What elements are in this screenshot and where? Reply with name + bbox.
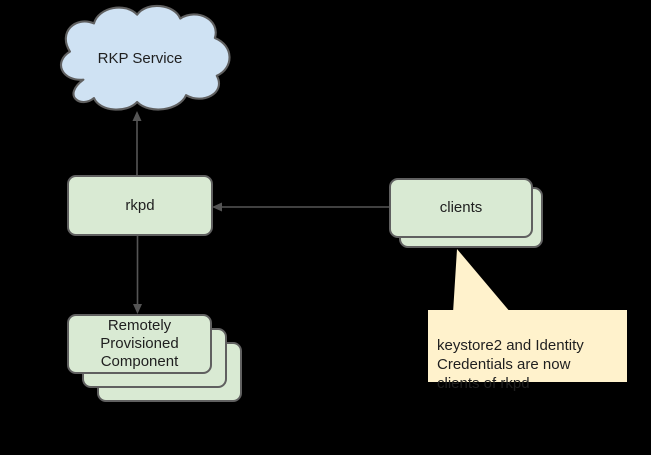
cloud-label: RKP Service xyxy=(97,50,183,67)
component-node: Remotely Provisioned Component xyxy=(67,314,212,374)
arrow-down-icon xyxy=(133,304,142,314)
rkpd-node: rkpd xyxy=(67,175,213,236)
component-label: Remotely Provisioned Component xyxy=(100,317,179,370)
arrow-up-icon xyxy=(132,111,142,121)
callout-pointer xyxy=(453,249,511,313)
callout-text: keystore2 and Identity Credentials are n… xyxy=(437,337,584,392)
cloud-icon xyxy=(59,4,231,111)
arrow-left-icon xyxy=(212,202,222,212)
clients-node: clients xyxy=(389,178,533,238)
rkpd-label: rkpd xyxy=(125,196,155,214)
callout: keystore2 and Identity Credentials are n… xyxy=(428,310,627,392)
clients-label: clients xyxy=(439,199,483,216)
